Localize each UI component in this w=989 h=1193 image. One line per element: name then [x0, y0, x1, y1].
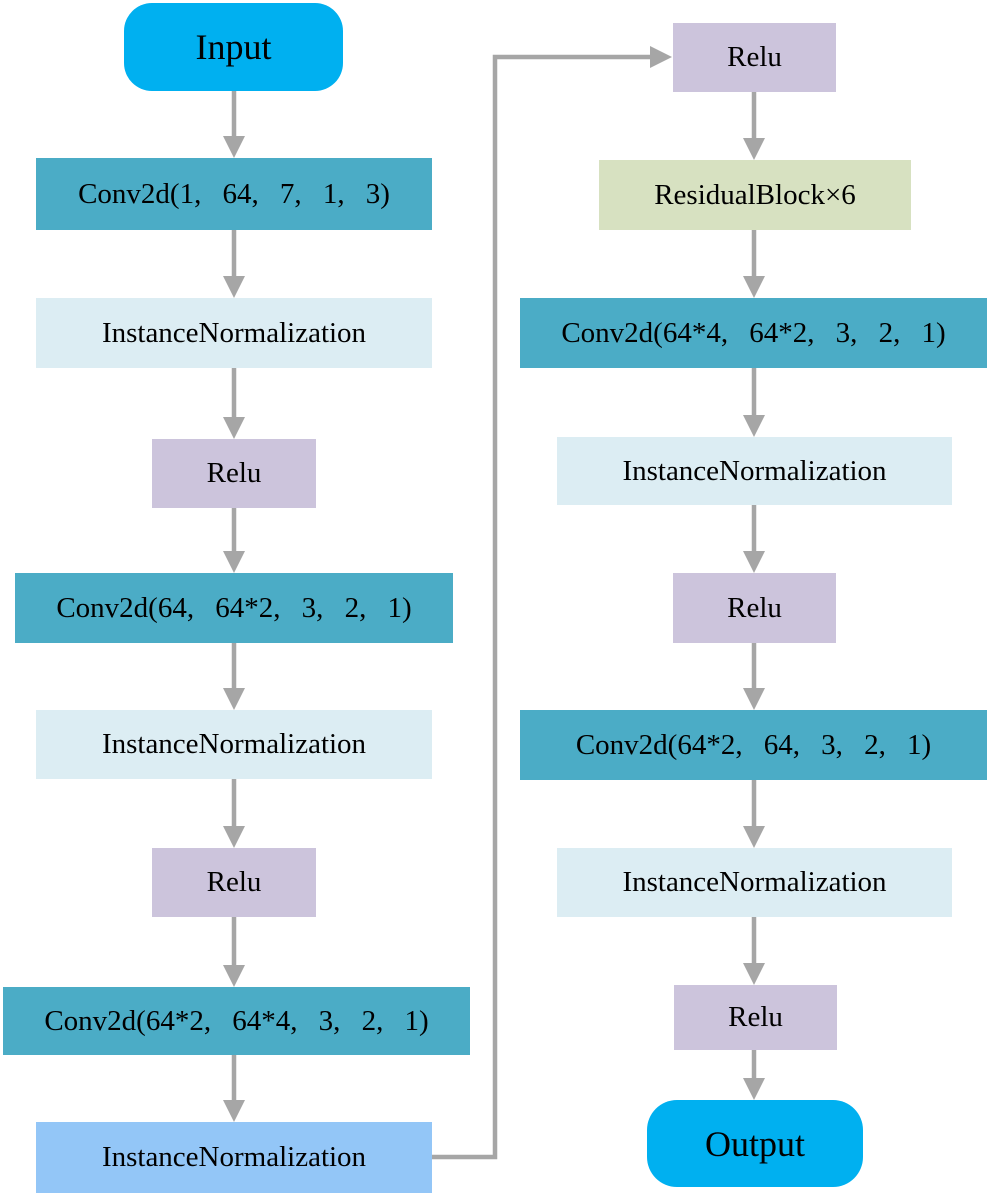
node-relu-3: Relu: [673, 23, 836, 92]
node-instancenorm-4: InstanceNormalization: [557, 437, 952, 505]
node-relu-1: Relu: [152, 439, 316, 508]
node-relu-4: Relu: [673, 573, 836, 643]
node-conv2d-1: Conv2d(1, 64, 7, 1, 3): [36, 158, 432, 230]
node-relu-2: Relu: [152, 848, 316, 917]
node-conv2d-4: Conv2d(64*4, 64*2, 3, 2, 1): [520, 298, 987, 368]
node-conv2d-2: Conv2d(64, 64*2, 3, 2, 1): [15, 573, 453, 643]
node-instancenorm-1: InstanceNormalization: [36, 298, 432, 368]
node-input: Input: [124, 3, 343, 91]
node-instancenorm-5: InstanceNormalization: [557, 848, 952, 917]
node-conv2d-3: Conv2d(64*2, 64*4, 3, 2, 1): [3, 987, 470, 1055]
node-instancenorm-2: InstanceNormalization: [36, 710, 432, 779]
node-residual-block: ResidualBlock×6: [599, 160, 911, 230]
node-relu-5: Relu: [674, 985, 837, 1050]
node-instancenorm-3-highlight: InstanceNormalization: [36, 1122, 432, 1193]
node-conv2d-5: Conv2d(64*2, 64, 3, 2, 1): [520, 710, 987, 780]
node-output: Output: [647, 1100, 863, 1187]
